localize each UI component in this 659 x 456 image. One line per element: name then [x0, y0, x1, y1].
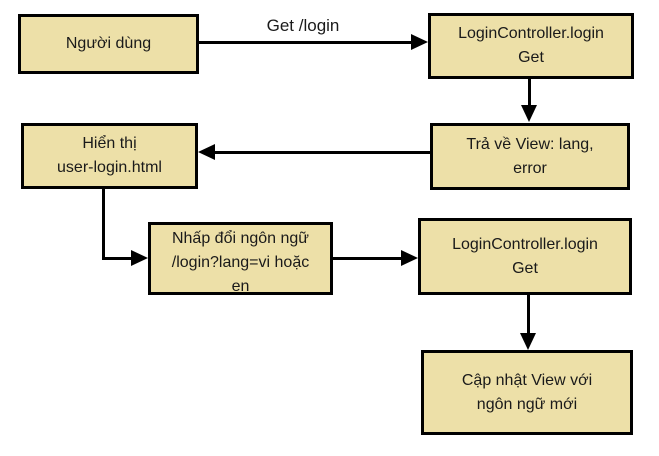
arrow-line: [333, 257, 403, 260]
arrowhead: [401, 250, 418, 266]
edge-label-get-login: Get /login: [266, 16, 340, 35]
arrowhead: [198, 144, 215, 160]
arrow-line: [102, 257, 134, 260]
node-display-user-login: Hiển thị user-login.html: [21, 123, 198, 189]
arrow-line: [199, 41, 413, 44]
node-change-language: Nhấp đổi ngôn ngữ /login?lang=vi hoặc en: [148, 222, 333, 295]
arrowhead: [131, 250, 148, 266]
arrowhead: [521, 105, 537, 122]
node-login-controller-get-1: LoginController.login Get: [428, 13, 634, 79]
node-update-view: Cập nhật View với ngôn ngữ mới: [421, 350, 633, 435]
arrowhead: [520, 333, 536, 350]
node-user: Người dùng: [18, 14, 199, 74]
arrow-line: [102, 189, 105, 260]
node-login-controller-get-2: LoginController.login Get: [418, 218, 632, 295]
arrow-line: [213, 151, 430, 154]
arrow-line: [527, 295, 530, 335]
arrowhead: [411, 34, 428, 50]
arrow-line: [528, 79, 531, 107]
node-return-view: Trả về View: lang, error: [430, 123, 630, 190]
